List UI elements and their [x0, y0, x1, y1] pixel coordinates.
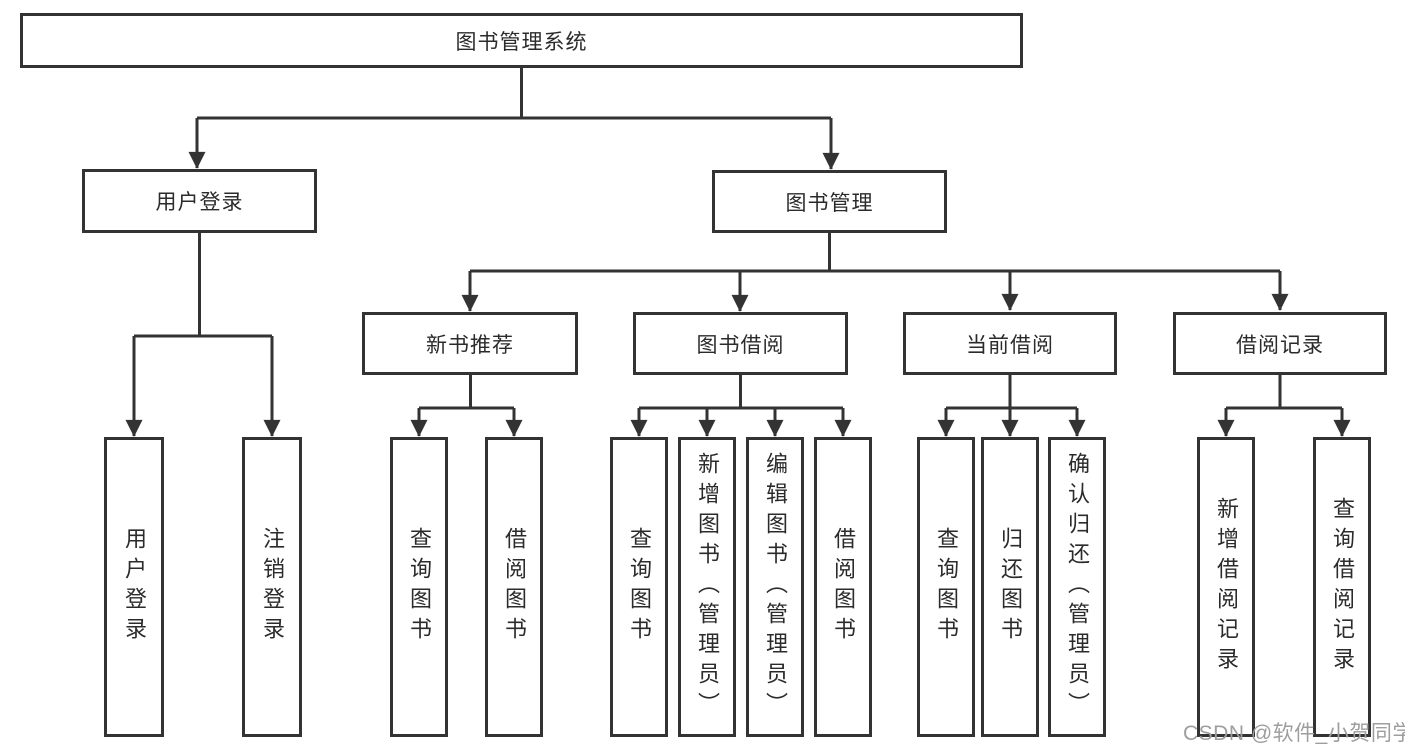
- leaf-edit-books-admin-label: 编辑图书（管理员）: [763, 452, 788, 722]
- node-current-borrow-label: 当前借阅: [966, 333, 1054, 357]
- node-book-management: 图书管理: [712, 170, 947, 233]
- node-book-borrow: 图书借阅: [633, 312, 848, 375]
- leaf-add-borrow-record-label: 新增借阅记录: [1214, 497, 1239, 677]
- leaf-recommend-query-books-label: 查询图书: [407, 527, 432, 647]
- leaf-borrow-books: 借阅图书: [814, 437, 872, 737]
- leaf-query-borrow-record: 查询借阅记录: [1313, 437, 1371, 737]
- leaf-logout: 注销登录: [242, 437, 302, 737]
- leaf-edit-books-admin: 编辑图书（管理员）: [746, 437, 804, 737]
- node-book-borrow-label: 图书借阅: [696, 333, 785, 357]
- node-borrow-records-label: 借阅记录: [1236, 333, 1324, 357]
- leaf-current-query-books: 查询图书: [917, 437, 975, 737]
- leaf-borrow-books-label: 借阅图书: [831, 527, 856, 647]
- leaf-confirm-return-admin: 确认归还（管理员）: [1048, 437, 1106, 737]
- node-new-book-recommend: 新书推荐: [362, 312, 578, 375]
- leaf-logout-label: 注销登录: [260, 527, 285, 647]
- leaf-confirm-return-admin-label: 确认归还（管理员）: [1065, 452, 1090, 722]
- leaf-return-books: 归还图书: [981, 437, 1039, 737]
- leaf-add-books-admin: 新增图书（管理员）: [678, 437, 736, 737]
- leaf-borrow-query-books-label: 查询图书: [627, 527, 652, 647]
- node-borrow-records: 借阅记录: [1173, 312, 1387, 375]
- leaf-recommend-borrow-books-label: 借阅图书: [502, 527, 527, 647]
- leaf-add-borrow-record: 新增借阅记录: [1197, 437, 1255, 737]
- node-user-login: 用户登录: [82, 169, 317, 233]
- leaf-user-login-label: 用户登录: [122, 527, 147, 647]
- leaf-recommend-query-books: 查询图书: [390, 437, 448, 737]
- watermark: CSDN @软件_小贺同学: [1183, 722, 1405, 745]
- leaf-borrow-query-books: 查询图书: [610, 437, 668, 737]
- leaf-return-books-label: 归还图书: [998, 527, 1023, 647]
- leaf-user-login: 用户登录: [104, 437, 164, 737]
- leaf-query-borrow-record-label: 查询借阅记录: [1330, 497, 1355, 677]
- node-root: 图书管理系统: [20, 13, 1023, 68]
- node-book-management-label: 图书管理: [785, 191, 874, 215]
- leaf-add-books-admin-label: 新增图书（管理员）: [695, 452, 720, 722]
- node-root-label: 图书管理系统: [455, 30, 588, 54]
- node-current-borrow: 当前借阅: [903, 312, 1117, 375]
- node-user-login-label: 用户登录: [155, 191, 244, 214]
- leaf-recommend-borrow-books: 借阅图书: [485, 437, 543, 737]
- leaf-current-query-books-label: 查询图书: [934, 527, 959, 647]
- node-new-book-recommend-label: 新书推荐: [426, 333, 514, 357]
